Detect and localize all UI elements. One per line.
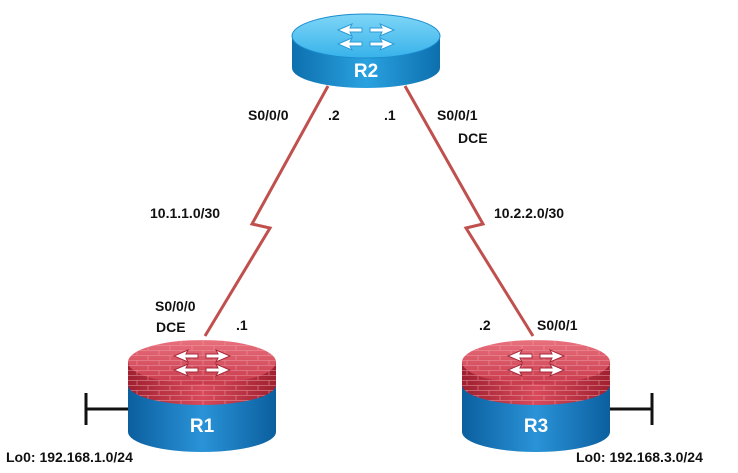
r2-left-interface-label: S0/0/0 bbox=[248, 107, 289, 123]
router-r2[interactable]: R2 bbox=[291, 13, 441, 88]
serial-line-r1-r2 bbox=[203, 85, 330, 337]
link-r2-r3 bbox=[403, 85, 535, 337]
r1-interface-label: S0/0/0 bbox=[155, 298, 196, 314]
r2-dce-label: DCE bbox=[458, 130, 488, 146]
r1-loopback-label: Lo0: 192.168.1.0/24 bbox=[6, 449, 133, 465]
router-arrows-icon bbox=[506, 349, 566, 377]
router-r3-label: R3 bbox=[524, 416, 548, 437]
r3-host-label: .2 bbox=[479, 317, 491, 333]
r1-dce-label: DCE bbox=[156, 319, 186, 335]
r1-host-label: .1 bbox=[236, 317, 248, 333]
router-arrows-icon bbox=[336, 23, 396, 51]
r2-left-host-label: .2 bbox=[328, 107, 340, 123]
loopback-r3 bbox=[610, 393, 654, 425]
router-arrows-icon bbox=[172, 349, 232, 377]
r2-right-interface-label: S0/0/1 bbox=[437, 107, 478, 123]
r2-right-host-label: .1 bbox=[384, 107, 396, 123]
r3-loopback-label: Lo0: 192.168.3.0/24 bbox=[576, 449, 703, 465]
link-r1-r2 bbox=[203, 85, 330, 337]
router-r2-label: R2 bbox=[354, 61, 378, 82]
router-r3[interactable]: R3 bbox=[462, 340, 610, 452]
r2-r3-network-label: 10.2.2.0/30 bbox=[494, 205, 564, 221]
r3-interface-label: S0/0/1 bbox=[537, 317, 578, 333]
r1-r2-network-label: 10.1.1.0/30 bbox=[150, 205, 220, 221]
loopback-r1 bbox=[84, 393, 128, 425]
serial-line-r2-r3 bbox=[403, 85, 535, 337]
router-r1[interactable]: R1 bbox=[128, 340, 276, 452]
router-r1-label: R1 bbox=[190, 416, 215, 437]
